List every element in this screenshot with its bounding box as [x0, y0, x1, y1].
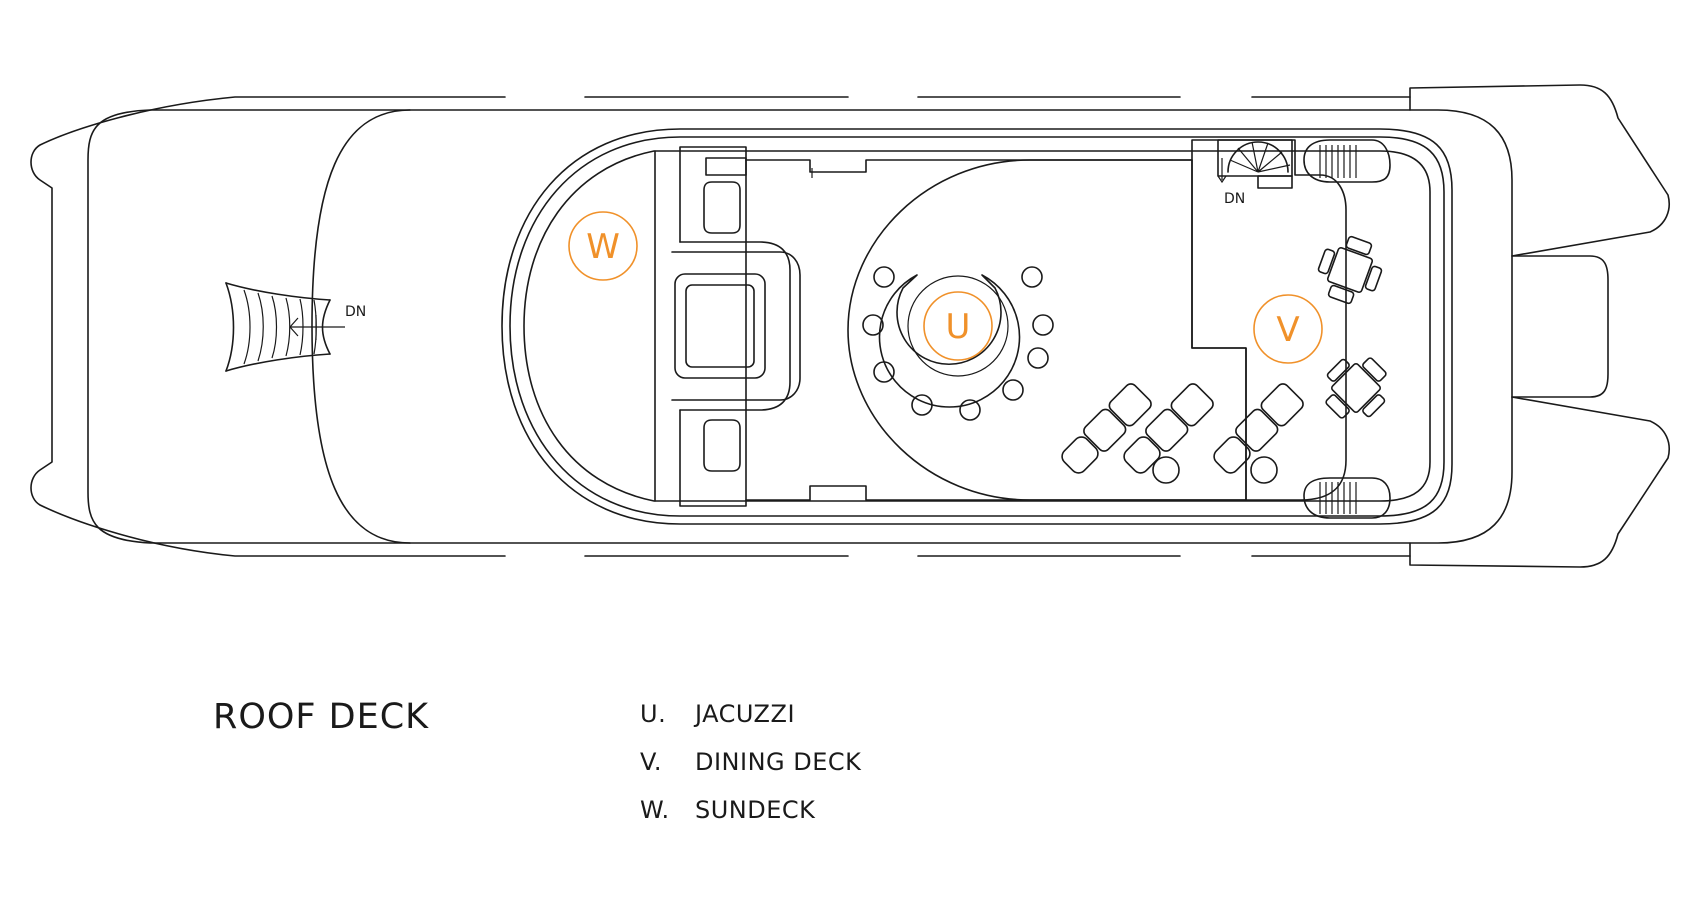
- legend-name: JACUZZI: [695, 700, 796, 728]
- zone-circle: [568, 211, 638, 281]
- side-table: [1250, 456, 1278, 484]
- deck-title: ROOF DECK: [213, 697, 430, 737]
- sundeck-frame: [671, 251, 801, 401]
- dining-table: [1317, 235, 1383, 305]
- sundeck-hatch-inner: [685, 284, 755, 368]
- sundeck-lounger-top: [679, 157, 791, 411]
- zone-label: U: [946, 307, 971, 347]
- stair-dn-label-aft: DN: [1224, 191, 1245, 207]
- legend-code: U.: [640, 700, 667, 728]
- dining-table: [1325, 357, 1387, 419]
- jacuzzi-tub-ring: [907, 275, 1009, 377]
- jet: [873, 361, 895, 383]
- capstan-bottom: [1303, 477, 1391, 519]
- jet: [862, 314, 884, 336]
- deck-housing: [311, 109, 1513, 544]
- foredeck-panel: [87, 109, 411, 544]
- deck-rail-outer: [501, 128, 1453, 525]
- jet: [959, 399, 981, 421]
- hull-outline: [30, 96, 1411, 557]
- zone-marker-w: W: [568, 211, 638, 281]
- dining-deck-outline: [1191, 139, 1347, 501]
- zone-circle: [1253, 294, 1323, 364]
- side-table: [1152, 456, 1180, 484]
- forward-staircase: [225, 282, 345, 372]
- zone-circle: [923, 291, 993, 361]
- sundeck-bench-line: [523, 150, 1431, 502]
- legend-item-dining-deck: V. DINING DECK: [640, 748, 861, 796]
- zone-marker-v: V: [1253, 294, 1323, 364]
- sun-lounger: [1213, 383, 1304, 474]
- sundeck-hatch-outer: [674, 273, 766, 379]
- legend-name: DINING DECK: [695, 748, 862, 776]
- stern-pontoon-bottom: [1409, 396, 1670, 568]
- legend: U. JACUZZI V. DINING DECK W. SUNDECK: [640, 700, 861, 844]
- deck-rail-inner: [509, 136, 1445, 517]
- sundeck-bench: [654, 146, 747, 507]
- jacuzzi-jets: [862, 266, 1054, 421]
- legend-item-jacuzzi: U. JACUZZI: [640, 700, 861, 748]
- jet: [1002, 379, 1024, 401]
- capstan-top: [1303, 139, 1391, 183]
- stern-platform: [1511, 255, 1609, 398]
- stair-dn-label-forward: DN: [345, 304, 366, 320]
- zone-label: V: [1276, 310, 1299, 350]
- zone-label: W: [586, 227, 620, 267]
- zone-marker-u: U: [923, 291, 993, 361]
- jacuzzi-tub: [878, 274, 1021, 408]
- cushion-bottom: [703, 419, 741, 472]
- legend-name: SUNDECK: [695, 796, 816, 824]
- jet: [1027, 347, 1049, 369]
- jacuzzi-platform: [847, 159, 1247, 501]
- stern-pontoon-top: [1409, 84, 1670, 257]
- jet: [1021, 266, 1043, 288]
- legend-item-sundeck: W. SUNDECK: [640, 796, 861, 844]
- legend-code: V.: [640, 748, 662, 776]
- jet: [1032, 314, 1054, 336]
- cushion-top: [703, 181, 741, 234]
- zone-markers: U V W: [568, 211, 1323, 364]
- sun-lounger: [1123, 383, 1214, 474]
- jet: [911, 394, 933, 416]
- spiral-stair: [1217, 139, 1293, 189]
- jet: [873, 266, 895, 288]
- legend-code: W.: [640, 796, 670, 824]
- sun-lounger: [1061, 383, 1152, 474]
